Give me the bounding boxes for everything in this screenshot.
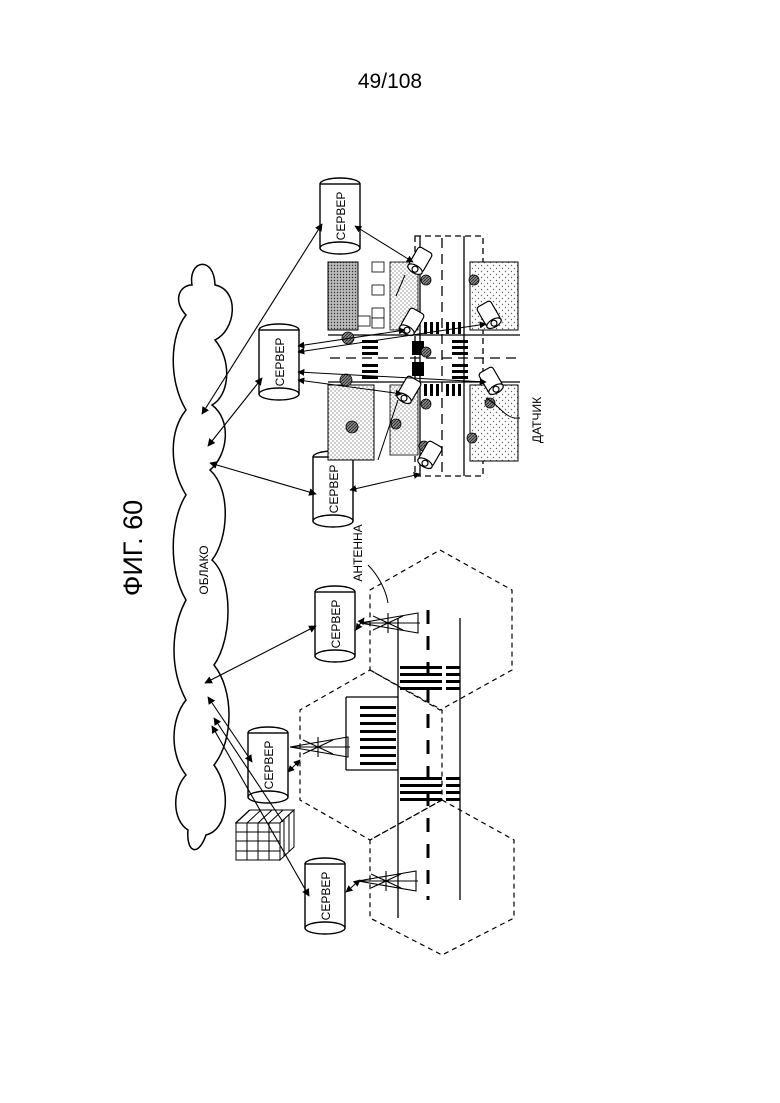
server-label: СЕРВЕР xyxy=(273,338,287,387)
server-top: СЕРВЕР xyxy=(320,178,360,254)
cloud-label: ОБЛАКО xyxy=(197,545,211,594)
server-antenna-1: СЕРВЕР xyxy=(315,586,355,662)
server-antenna-3: СЕРВЕР xyxy=(305,858,345,934)
antenna-icon xyxy=(360,613,420,633)
server-cloud-1: СЕРВЕР xyxy=(259,324,299,400)
server-label: СЕРВЕР xyxy=(319,872,333,921)
antenna-icon xyxy=(358,871,418,891)
server-label: СЕРВЕР xyxy=(329,600,343,649)
server-label: СЕРВЕР xyxy=(334,192,348,241)
antenna-label: АНТЕННА xyxy=(351,524,365,581)
server-cloud-2: СЕРВЕР xyxy=(313,451,353,527)
server-label: СЕРВЕР xyxy=(262,741,276,790)
intersection-area: ДАТЧИК xyxy=(298,226,544,490)
antenna-icon xyxy=(290,737,350,757)
sensor-label: ДАТЧИК xyxy=(530,397,544,443)
figure-title: ФИГ. 60 xyxy=(118,500,148,596)
server-antenna-2: СЕРВЕР xyxy=(248,727,288,803)
server-label: СЕРВЕР xyxy=(327,465,341,514)
